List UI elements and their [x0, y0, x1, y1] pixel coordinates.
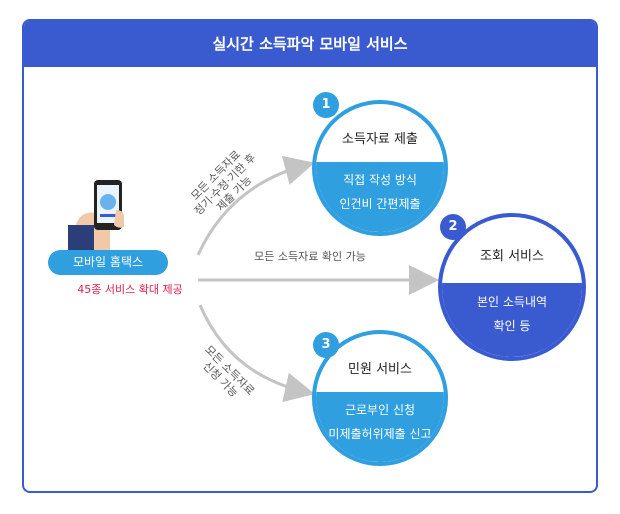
arrow-to-civil: [198, 304, 315, 403]
step-badge: 2: [440, 214, 466, 240]
service-circle-submit: 소득자료 제출 직접 작성 방식 인건비 간편제출: [312, 100, 448, 236]
service-circle-inquiry: 조회 서비스 본인 소득내역 확인 등: [438, 213, 586, 361]
service-details: 직접 작성 방식 인건비 간편제출: [316, 162, 444, 232]
arrow-label-inquiry: 모든 소득자료 확인 가능: [254, 250, 366, 263]
service-details: 본인 소득내역 확인 등: [442, 283, 582, 357]
page-title: 실시간 소득파악 모바일 서비스: [24, 21, 596, 67]
step-badge: 3: [313, 332, 339, 358]
mobile-hometax-label: 모바일 홈택스: [48, 250, 168, 275]
smartphone-in-hand-icon: [58, 155, 208, 285]
arrow-to-submit: [196, 155, 315, 256]
service-expansion-note: 45종 서비스 확대 제공: [77, 283, 183, 296]
service-title: 소득자료 제출: [342, 132, 418, 147]
step-badge: 1: [313, 92, 339, 118]
service-details: 근로부인 신청 미제출허위제출 신고: [316, 392, 444, 462]
service-title: 민원 서비스: [348, 362, 412, 377]
service-circle-civil: 민원 서비스 근로부인 신청 미제출허위제출 신고: [312, 330, 448, 466]
service-title: 조회 서비스: [480, 249, 544, 264]
